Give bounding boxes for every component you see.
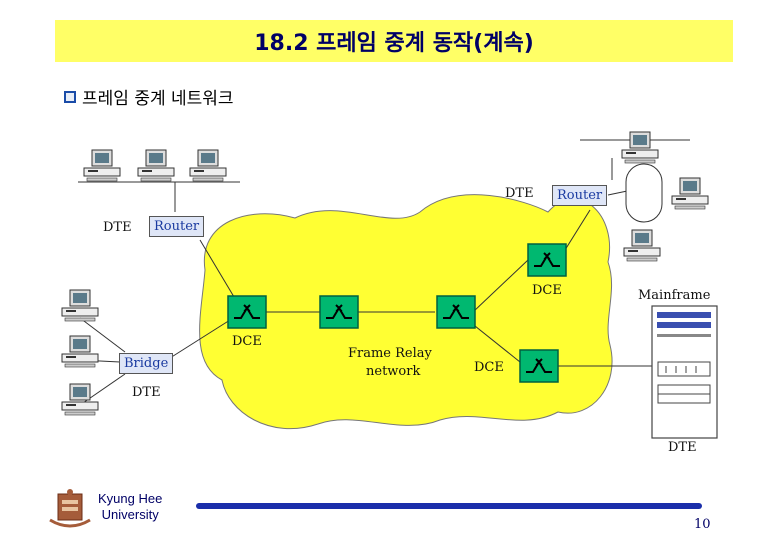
- bullet-text: 프레임 중계 네트워크: [82, 89, 234, 109]
- token-ring-lan: [625, 163, 663, 223]
- mainframe-icon: [651, 305, 718, 439]
- university-name-line1: Kyung Hee: [98, 491, 163, 506]
- university-name-line2: University: [101, 507, 159, 522]
- bridge-label: Bridge: [119, 353, 174, 374]
- workstation-icon: [189, 149, 227, 182]
- router-right-label: Router: [552, 185, 608, 206]
- workstation-icon: [623, 229, 661, 262]
- mainframe-label: Mainframe: [638, 288, 711, 303]
- connection-lines: [78, 139, 690, 406]
- university-name: Kyung Hee University: [98, 491, 162, 523]
- university-logo: [49, 489, 91, 528]
- workstation-icon: [621, 131, 659, 164]
- dce-left-label: DCE: [232, 334, 262, 349]
- slide-title: 18.2 프레임 중계 동작(계속): [254, 31, 534, 56]
- workstation-icon: [61, 289, 99, 322]
- title-bar: 18.2 프레임 중계 동작(계속): [55, 20, 733, 62]
- dte-mainframe-label: DTE: [668, 440, 697, 455]
- workstation-icon: [137, 149, 175, 182]
- dce-top-right-label: DCE: [532, 283, 562, 298]
- checkbox-bullet-icon: [64, 90, 76, 103]
- router-left-label: Router: [149, 216, 205, 237]
- workstation-icon: [671, 177, 709, 210]
- bullet-item: 프레임 중계 네트워크: [64, 84, 234, 109]
- frame-relay-switch-icon: [227, 295, 267, 329]
- page-number: 10: [694, 517, 711, 532]
- workstation-icon: [61, 383, 99, 416]
- network-label-line1: Frame Relay: [348, 346, 432, 361]
- dte-bridge-label: DTE: [132, 385, 161, 400]
- dte-router-left-label: DTE: [103, 220, 132, 235]
- frame-relay-switch-icon: [436, 295, 476, 329]
- frame-relay-switch-icon: [519, 349, 559, 383]
- dce-bottom-right-label: DCE: [474, 360, 504, 375]
- frame-relay-switch-icon: [319, 295, 359, 329]
- network-label-line2: network: [366, 364, 421, 379]
- dte-router-right-label: DTE: [505, 186, 534, 201]
- workstation-icon: [83, 149, 121, 182]
- footer-divider: [196, 503, 702, 509]
- workstation-icon: [61, 335, 99, 368]
- frame-relay-switch-icon: [527, 243, 567, 277]
